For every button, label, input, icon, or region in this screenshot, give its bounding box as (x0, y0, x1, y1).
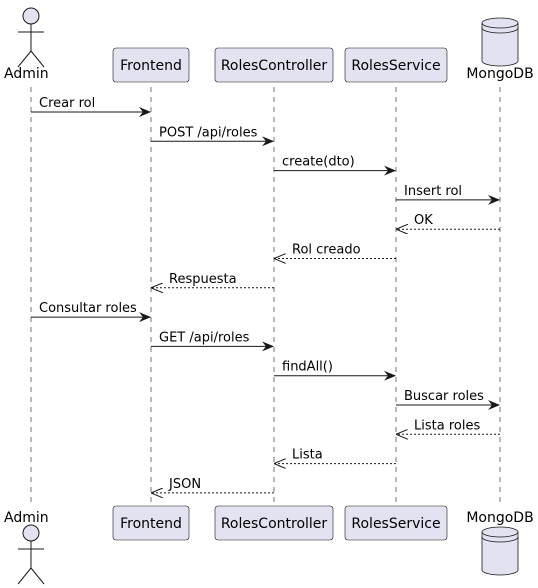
participant-top-rolescontroller: RolesController (214, 47, 334, 83)
message-14: JSON (152, 477, 274, 493)
message-4: Insert rol (396, 184, 500, 205)
database-rim (481, 531, 519, 538)
database-rim (481, 22, 519, 29)
message-label: Consultar roles (39, 301, 137, 316)
participant-top-rolesservice: RolesService (344, 47, 448, 83)
message-9: GET /api/roles (151, 330, 274, 352)
actor-leg-left (17, 567, 32, 585)
actor-label: Admin (4, 510, 49, 526)
message-label: GET /api/roles (159, 330, 250, 345)
participant-bottom-rolesservice: RolesService (344, 505, 448, 541)
participant-top-frontend: Frontend (112, 47, 190, 83)
message-3: create(dto) (274, 155, 396, 176)
message-label: Lista (292, 448, 323, 463)
participant-label: RolesController (221, 58, 328, 74)
message-7: Respuesta (152, 272, 274, 288)
participant-bottom-rolescontroller: RolesController (214, 505, 334, 541)
message-12: Lista roles (397, 418, 500, 434)
participant-label: Frontend (120, 58, 182, 74)
participant-label: MongoDB (466, 66, 533, 82)
participant-box (112, 505, 190, 541)
participant-box (214, 505, 334, 541)
message-label: Crear rol (39, 96, 95, 111)
message-label: Lista roles (414, 418, 480, 433)
participant-bottom-frontend: Frontend (112, 505, 190, 541)
database-rim-inner (481, 27, 519, 34)
message-1: Crear rol (31, 96, 151, 117)
message-label: OK (414, 213, 433, 228)
actor-leg-right (30, 567, 45, 585)
message-13: Lista (275, 448, 396, 464)
actor-head (22, 7, 40, 25)
database-rim-inner (481, 536, 519, 543)
participant-box (214, 47, 334, 83)
message-label: findAll() (282, 360, 333, 375)
message-2: POST /api/roles (151, 125, 274, 147)
message-label: create(dto) (282, 155, 355, 170)
participant-box (344, 505, 448, 541)
message-label: Insert rol (404, 184, 462, 199)
message-6: Rol creado (275, 243, 396, 259)
message-8: Consultar roles (31, 301, 151, 323)
participant-top-admin: Admin (4, 7, 49, 82)
actor-leg-right (30, 50, 45, 68)
message-label: Buscar roles (404, 389, 484, 404)
message-label: Rol creado (292, 243, 361, 258)
actor-head (22, 524, 40, 542)
actor-leg-left (17, 50, 32, 68)
message-10: findAll() (274, 360, 396, 381)
participant-label: RolesController (221, 516, 328, 532)
message-5: OK (397, 213, 500, 229)
message-label: JSON (168, 477, 201, 492)
participant-label: Frontend (120, 516, 182, 532)
message-11: Buscar roles (396, 389, 500, 410)
message-label: Respuesta (169, 272, 237, 287)
participant-box (112, 47, 190, 83)
message-label: POST /api/roles (159, 125, 258, 140)
participant-label: RolesService (351, 516, 440, 532)
participant-box (344, 47, 448, 83)
participant-bottom-mongodb: MongoDB (466, 510, 534, 576)
database-cylinder (481, 17, 519, 67)
actor-label: Admin (4, 66, 49, 82)
participant-bottom-admin: Admin (4, 510, 49, 585)
participant-label: RolesService (351, 58, 440, 74)
database-cylinder (481, 526, 519, 576)
participant-top-mongodb: MongoDB (466, 17, 534, 82)
participant-label: MongoDB (466, 510, 533, 526)
